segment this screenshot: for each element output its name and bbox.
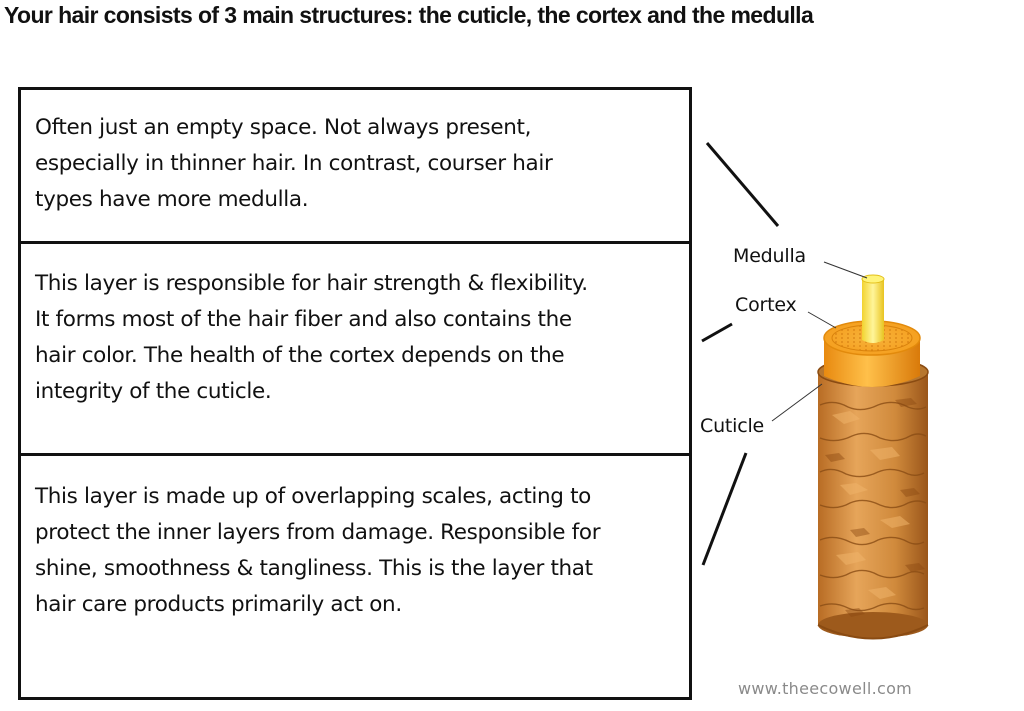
watermark: www.theecowell.com bbox=[738, 679, 913, 698]
page-title: Your hair consists of 3 main structures:… bbox=[4, 2, 814, 28]
description-line: This layer is responsible for hair stren… bbox=[35, 271, 588, 296]
description-line: protect the inner layers from damage. Re… bbox=[35, 520, 601, 545]
medulla-description-box: Often just an empty space. Not always pr… bbox=[21, 90, 689, 244]
description-line: Often just an empty space. Not always pr… bbox=[35, 115, 532, 140]
description-line: especially in thinner hair. In contrast,… bbox=[35, 151, 553, 176]
medulla-layer bbox=[861, 274, 885, 343]
description-line: hair care products primarily act on. bbox=[35, 592, 402, 617]
cuticle-layer bbox=[817, 357, 929, 640]
description-line: shine, smoothness & tangliness. This is … bbox=[35, 556, 593, 581]
cortex-label: Cortex bbox=[735, 294, 797, 316]
cuticle-leader-line bbox=[701, 452, 748, 566]
cuticle-description-box: This layer is made up of overlapping sca… bbox=[21, 456, 689, 697]
medulla-leader-line bbox=[705, 142, 780, 227]
cortex-pointer bbox=[807, 311, 837, 329]
description-line: This layer is made up of overlapping sca… bbox=[35, 484, 591, 509]
cortex-leader-line bbox=[701, 322, 733, 343]
description-table: Often just an empty space. Not always pr… bbox=[18, 87, 692, 700]
cortex-description-box: This layer is responsible for hair stren… bbox=[21, 244, 689, 456]
medulla-label: Medulla bbox=[733, 245, 806, 267]
description-line: types have more medulla. bbox=[35, 187, 309, 212]
description-line: integrity of the cuticle. bbox=[35, 379, 272, 404]
medulla-pointer bbox=[823, 261, 868, 279]
cuticle-pointer bbox=[771, 383, 823, 422]
cuticle-label: Cuticle bbox=[700, 415, 765, 437]
description-line: It forms most of the hair fiber and also… bbox=[35, 307, 572, 332]
description-line: hair color. The health of the cortex dep… bbox=[35, 343, 565, 368]
